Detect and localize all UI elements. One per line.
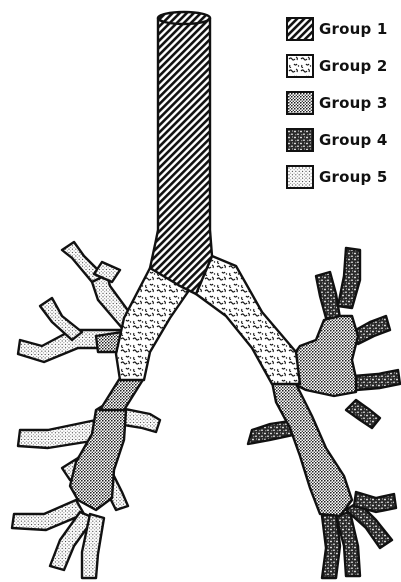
right-bronchial-tree bbox=[12, 242, 192, 578]
legend-label-group-1: Group 1 bbox=[319, 20, 388, 38]
legend-swatch-group-2 bbox=[286, 54, 314, 78]
right-mid-segment bbox=[100, 378, 144, 410]
left-basal-branch-4 bbox=[322, 512, 340, 578]
left-lingula-branch bbox=[354, 370, 400, 390]
trachea-top bbox=[158, 12, 210, 24]
right-upper-branch-lateral-2 bbox=[40, 298, 82, 340]
left-upper-branch-2 bbox=[338, 248, 360, 308]
legend-item-group-1: Group 1 bbox=[286, 16, 398, 42]
legend-item-group-2: Group 2 bbox=[286, 53, 398, 79]
legend-swatch-group-5 bbox=[286, 165, 314, 189]
left-bronchial-tree bbox=[196, 248, 400, 578]
left-lower-branch-right bbox=[346, 400, 380, 428]
legend-item-group-3: Group 3 bbox=[286, 90, 398, 116]
legend: Group 1 Group 2 Group 3 Group 4 Group 5 bbox=[286, 16, 398, 201]
legend-swatch-group-1 bbox=[286, 17, 314, 41]
left-upper-branch-1 bbox=[316, 272, 340, 318]
legend-item-group-5: Group 5 bbox=[286, 164, 398, 190]
legend-label-group-3: Group 3 bbox=[319, 94, 388, 112]
legend-item-group-4: Group 4 bbox=[286, 127, 398, 153]
legend-label-group-5: Group 5 bbox=[319, 168, 388, 186]
legend-label-group-4: Group 4 bbox=[319, 131, 388, 149]
trachea-tube bbox=[150, 14, 212, 294]
left-main-bronchus bbox=[196, 256, 300, 384]
legend-swatch-group-3 bbox=[286, 91, 314, 115]
legend-label-group-2: Group 2 bbox=[319, 57, 388, 75]
trachea bbox=[150, 12, 212, 294]
left-lower-bronchus bbox=[272, 382, 352, 516]
legend-swatch-group-4 bbox=[286, 128, 314, 152]
